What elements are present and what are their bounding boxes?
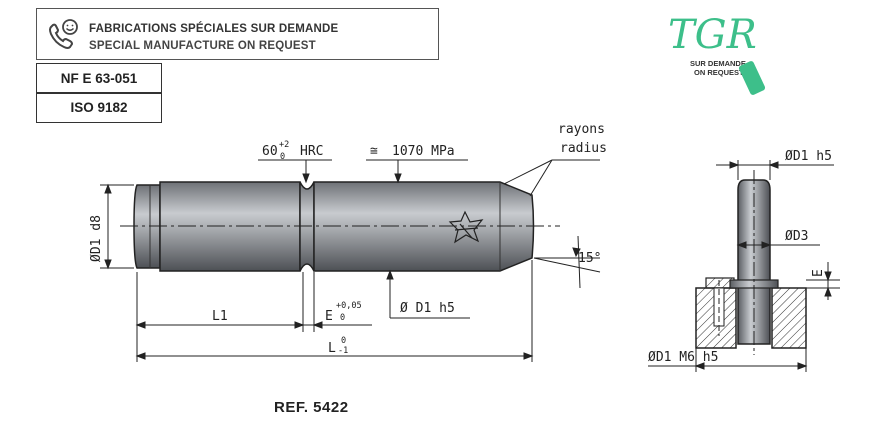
pin-dimensions [100,159,601,362]
dim-l1-label: L1 [212,309,228,324]
dim-e-sup: +0,05 [336,301,362,311]
special-manufacture-banner: FABRICATIONS SPÉCIALES SUR DEMANDE SPECI… [36,8,439,60]
section-dimensions [648,160,840,372]
pin-front-view [120,181,560,272]
hardness-unit: HRC [300,144,323,159]
dim-e-label: E [325,309,333,324]
section-d1-m6-label: ØD1 M6 h5 [648,350,718,365]
section-d3-label: ØD3 [785,229,808,244]
logo-brand: TGR [668,12,757,58]
dia-d1-h5-label: Ø D1 h5 [400,301,455,316]
hardness-sub: 0 [280,152,285,162]
dim-e-sub: 0 [340,313,345,323]
hardness-label: 60 [262,144,278,159]
dim-l-sub: -1 [338,346,348,356]
tgr-logo: TGR SUR DEMANDE ON REQUEST [668,12,766,95]
phone-smiley-icon [49,19,78,49]
dia-d1-d8-label: ØD1 d8 [89,215,104,262]
banner-title-fr: FABRICATIONS SPÉCIALES SUR DEMANDE [89,23,339,35]
radius-label: radius [560,141,607,156]
hardness-sup: +2 [279,140,289,150]
logo-tag-fr: SUR DEMANDE [690,59,746,68]
standard-nf: NF E 63-051 [36,63,162,94]
angle-label: 15° [578,251,601,266]
tgr-star-mark [448,210,484,244]
reference-label: REF. 5422 [274,399,349,416]
section-d1-h5-label: ØD1 h5 [785,149,832,164]
strength-label: 1070 MPa [392,144,455,159]
section-e-label: E [811,269,826,277]
standard-iso: ISO 9182 [36,92,162,123]
spray-can-icon [738,61,766,95]
pin-section-view [695,170,807,355]
dim-l-sup: 0 [341,336,346,346]
strength-symbol: ≅ [370,144,378,159]
dim-l-label: L [328,341,336,356]
banner-title-en: SPECIAL MANUFACTURE ON REQUEST [89,40,316,52]
rayons-label: rayons [558,122,605,137]
logo-tag-en: ON REQUEST [694,68,744,77]
